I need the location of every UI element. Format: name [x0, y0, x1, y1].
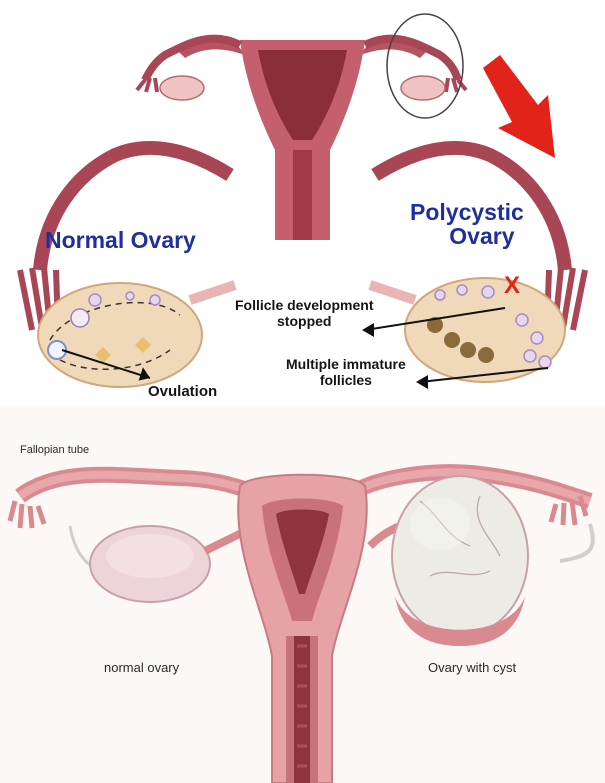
normal-ovary-illustration: [20, 148, 235, 387]
polycystic-ovary-label: Polycystic Ovary: [410, 200, 524, 248]
polycystic-label-line1: Polycystic: [410, 200, 524, 224]
left-fimbriae: [10, 501, 44, 528]
cyst-ovary-bottom: [392, 476, 528, 636]
upper-right-ovary: [401, 76, 445, 100]
normal-ovary-label: Normal Ovary: [45, 228, 196, 252]
ovary-with-cyst-label: Ovary with cyst: [428, 660, 516, 675]
follicle-stopped-x-marker: X: [504, 272, 520, 300]
normal-ovary: [38, 283, 202, 387]
bottom-diagram-art: [0, 406, 605, 783]
polycystic-ovary-illustration: [362, 148, 585, 389]
red-arrow-icon: [483, 55, 555, 158]
ovulation-label: Ovulation: [148, 383, 217, 400]
immature-label-line2: follicles: [286, 372, 406, 388]
immature-label-line1: Multiple immature: [286, 356, 406, 372]
follicle-label-line2: stopped: [235, 313, 373, 329]
normal-ovary-bottom-label: normal ovary: [104, 660, 179, 675]
bottom-diagram-panel: Fallopian tube normal ovary Ovary with c…: [0, 406, 605, 783]
immature-follicles-label: Multiple immature follicles: [286, 356, 406, 388]
upper-left-ovary: [160, 76, 204, 100]
top-diagram-panel: Normal Ovary Polycystic Ovary Follicle d…: [0, 0, 605, 404]
follicle-label-line1: Follicle development: [235, 297, 373, 313]
polycystic-label-line2: Ovary: [410, 224, 524, 248]
fallopian-tube-label: Fallopian tube: [20, 444, 89, 456]
follicle-stopped-label: Follicle development stopped: [235, 297, 373, 329]
